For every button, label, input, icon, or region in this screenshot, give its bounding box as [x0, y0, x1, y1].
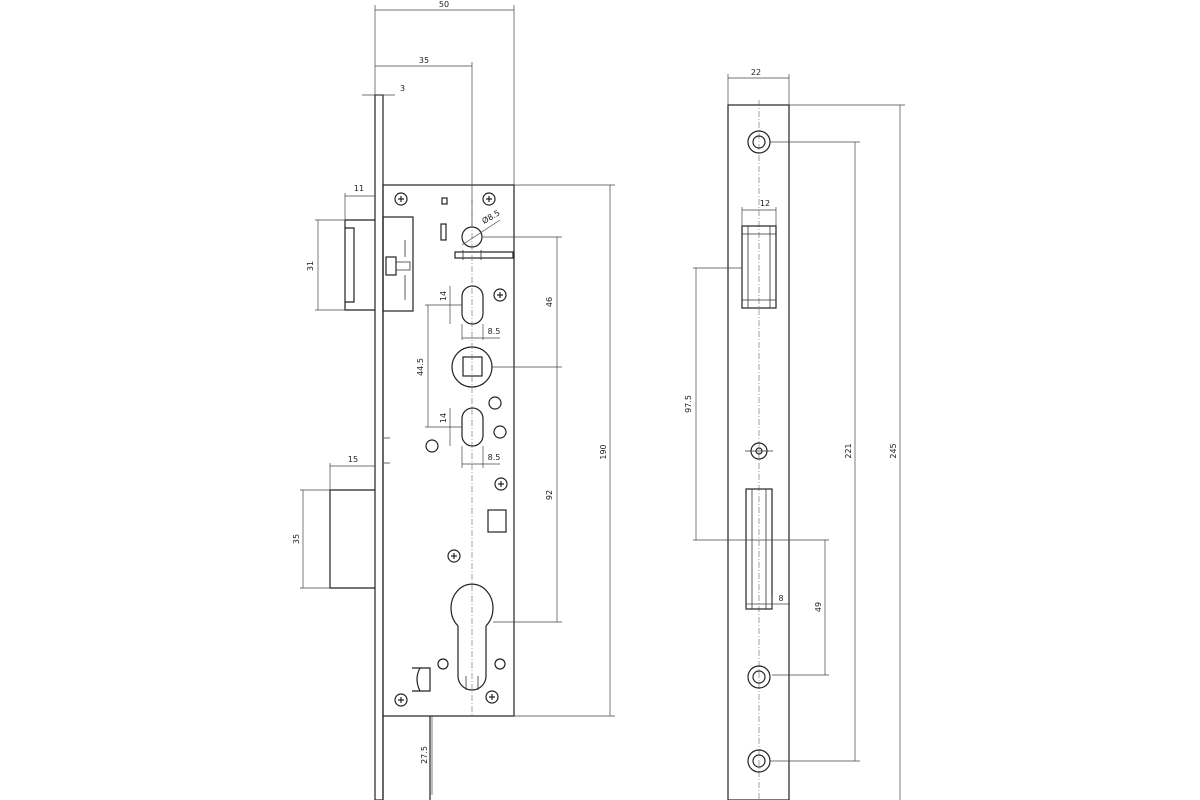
dim-44-5: 44.5: [416, 358, 425, 376]
cylinder-cutout: [450, 583, 494, 691]
dim-46: 46: [545, 297, 554, 307]
top-lever: [440, 223, 447, 241]
small-hole: [425, 439, 439, 453]
dim-221: 221: [844, 443, 853, 458]
dim-15: 15: [348, 455, 358, 464]
latch-tail: [454, 251, 514, 259]
dim-8-5-top: 8.5: [488, 327, 501, 336]
top-small-slot: [441, 197, 448, 205]
dim-35-bolt: 35: [292, 534, 301, 544]
dim-14-bottom: 14: [439, 413, 448, 423]
dim-14-top: 14: [439, 291, 448, 301]
dim-8: 8: [778, 594, 783, 603]
dim-22: 22: [751, 68, 761, 77]
left-dimensions: 50 35 3 11 31 Ø8.5 14 8.5 46: [292, 0, 615, 795]
lock-case: [382, 184, 515, 717]
slot-top: [461, 285, 484, 325]
hole-icon: [745, 442, 773, 460]
faceplate-bottom-extension: [382, 716, 431, 800]
dim-12: 12: [760, 199, 770, 208]
rect-cutout: [487, 509, 507, 533]
right-dimensions: 22 12 97.5 221 245 8 49: [684, 68, 905, 800]
bolt-opening: [745, 488, 773, 610]
latch-bolt: [344, 216, 414, 312]
dim-245: 245: [889, 443, 898, 458]
slot-bottom: [461, 407, 484, 447]
dim-50: 50: [439, 0, 449, 9]
dim-8-5-bottom: 8.5: [488, 453, 501, 462]
faceplate-view: [727, 100, 790, 800]
dim-27-5: 27.5: [420, 746, 429, 764]
dim-92: 92: [545, 490, 554, 500]
latch-opening: [741, 225, 777, 309]
faceplate: [727, 104, 790, 800]
dim-3: 3: [400, 84, 405, 93]
countersunk-hole-icon: [747, 665, 771, 689]
dead-bolt: [329, 437, 390, 589]
screw-icons: [394, 192, 508, 707]
small-hole: [493, 425, 507, 439]
dim-190: 190: [599, 444, 608, 459]
small-hole: [488, 396, 502, 410]
dim-31: 31: [306, 261, 315, 271]
dim-11: 11: [354, 184, 364, 193]
dim-49: 49: [814, 602, 823, 612]
dim-d8-5: Ø8.5: [480, 208, 501, 226]
dim-35: 35: [419, 56, 429, 65]
dim-97-5: 97.5: [684, 395, 693, 413]
lock-body-view: [329, 94, 515, 800]
faceplate-strip: [374, 94, 384, 800]
bracket-feature: [412, 667, 431, 692]
